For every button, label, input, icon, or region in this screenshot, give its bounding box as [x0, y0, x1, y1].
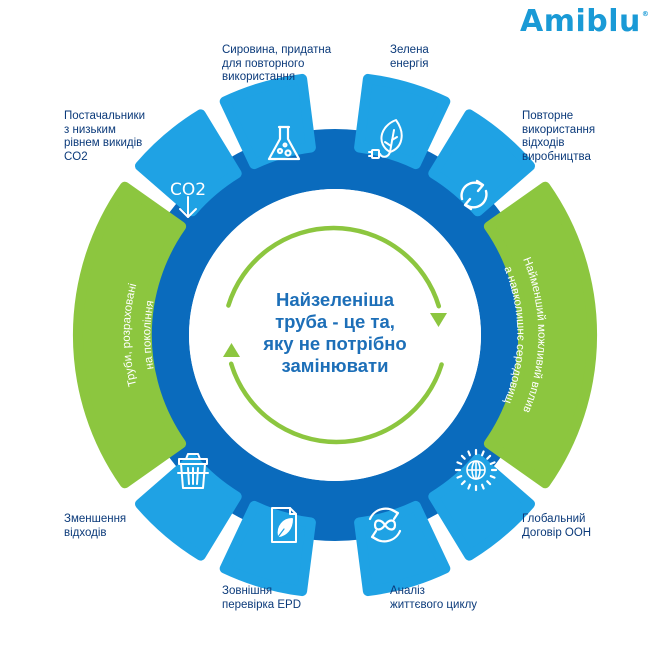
- un-wreath-icon: [454, 448, 498, 492]
- cycle-arrowhead-right: [430, 313, 447, 327]
- label-suppliers: Постачальники з низьким рівнем викидів C…: [64, 110, 146, 163]
- document-leaf-icon: [271, 507, 297, 543]
- label-lca: Аналіз життєвого циклу: [390, 585, 478, 611]
- cycle-arrowhead-left: [223, 343, 240, 357]
- center-title: Найзеленіша труба - це та, яку не потріб…: [263, 289, 407, 376]
- segment-epd: [219, 500, 316, 597]
- co2-arrow-down-icon: CO2: [170, 180, 206, 218]
- segment-environment-impact: [483, 181, 598, 489]
- segment-reduce-waste: [135, 453, 242, 561]
- inner-white-disc: [189, 189, 481, 481]
- infinity-cycle-icon: [368, 507, 402, 543]
- segment-lca: [354, 500, 451, 597]
- cycle-arrows-icon: [226, 225, 444, 445]
- segment-green-energy: [354, 73, 451, 170]
- segment-reuse-waste: [428, 109, 535, 217]
- segment-co2-suppliers: [135, 109, 242, 217]
- segment-generations: [72, 181, 187, 489]
- label-green-energy: Зелена енергія: [390, 44, 429, 70]
- generations-text-line-2: на покоління: [141, 300, 156, 371]
- label-un-compact: Глобальний Договір ООН: [522, 513, 592, 539]
- amiblu-logo: Amiblu®: [520, 4, 650, 39]
- waste-basket-icon: [177, 453, 209, 489]
- segment-raw-material: [219, 73, 316, 170]
- outer-dark-ring: [129, 129, 541, 541]
- label-reduce-waste: Зменшення відходів: [64, 513, 127, 539]
- leaf-plug-icon: [368, 119, 403, 159]
- svg-text:CO2: CO2: [170, 180, 206, 200]
- flask-icon: [267, 125, 301, 161]
- label-reuse-waste: Повторне використання відходів виробницт…: [522, 110, 596, 163]
- recycle-arrows-icon: [460, 179, 488, 211]
- label-raw-material: Сировина, придатна для повторного викори…: [222, 44, 332, 83]
- label-epd: Зовнішня перевірка EPD: [222, 585, 301, 611]
- segment-un-compact: [428, 453, 535, 561]
